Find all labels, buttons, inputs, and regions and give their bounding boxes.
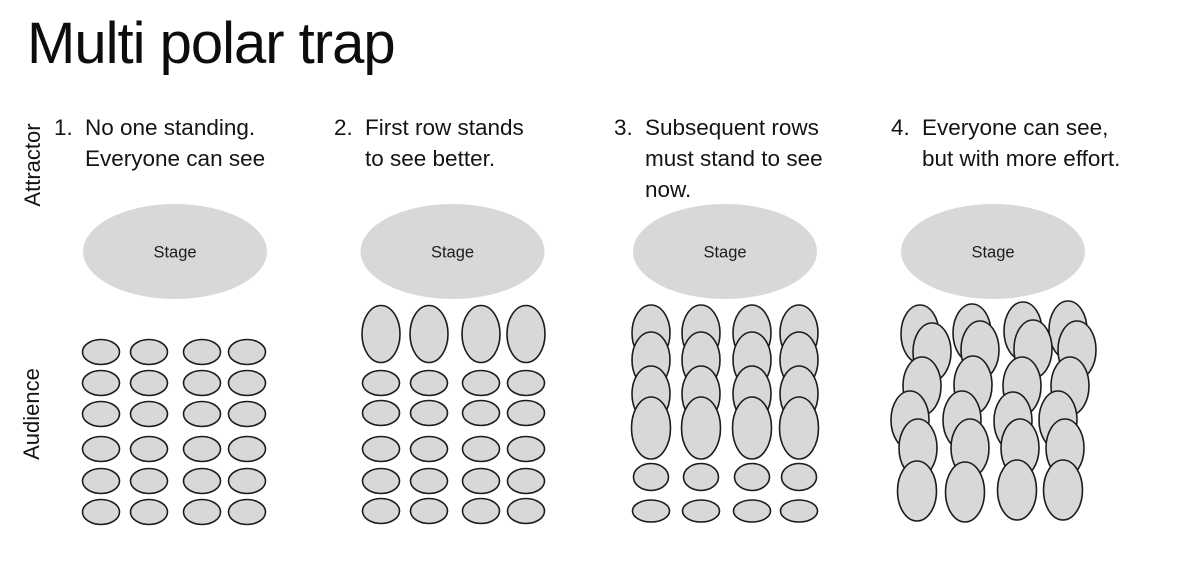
audience-member-ellipse [409,497,449,525]
stage-ellipse [83,204,267,299]
audience-member-ellipse [182,467,222,495]
audience-member-ellipse [129,467,169,495]
audience-member-ellipse [506,399,546,427]
audience-member-ellipse [182,338,222,366]
audience-member-ellipse [461,399,501,427]
audience-member-ellipse [461,497,501,525]
audience-member-ellipse [732,499,772,523]
audience-member-ellipse [227,435,267,463]
audience-member-ellipse [733,462,771,492]
audience-member-ellipse [129,400,169,428]
panel-4-caption-text: Everyone can see, but with more effort. [922,115,1121,171]
stage-ellipse [360,204,545,299]
audience-member-ellipse [631,499,671,523]
audience-member-ellipse [461,435,501,463]
panel-1-caption-text: No one standing. Everyone can see [85,115,266,171]
audience-member-ellipse [506,435,546,463]
audience-member-ellipse [681,499,721,523]
audience-member-ellipse [896,460,938,522]
audience-member-ellipse [409,304,449,364]
panel-2-caption-number: 2. [334,115,353,140]
audience-member-ellipse [227,467,267,495]
audience-member-ellipse [731,396,773,460]
audience-member-ellipse [409,369,449,397]
audience-member-ellipse [129,435,169,463]
audience-member-ellipse [129,338,169,366]
audience-member-ellipse [461,304,501,364]
audience-member-ellipse [506,369,546,397]
audience-member-ellipse [461,369,501,397]
audience-member-ellipse [182,400,222,428]
audience-member-ellipse [409,467,449,495]
audience-member-ellipse [129,369,169,397]
panel-3-caption: 3. Subsequent rows must stand to see now… [614,112,823,205]
audience-member-ellipse [81,400,121,428]
panel-2-caption-text: First row stands to see better. [365,115,524,171]
audience-member-ellipse [81,338,121,366]
audience-member-ellipse [81,435,121,463]
audience-member-ellipse [81,369,121,397]
audience-member-ellipse [506,304,546,364]
audience-member-ellipse [682,462,720,492]
audience-member-ellipse [944,461,986,523]
audience-member-ellipse [129,498,169,526]
audience-member-ellipse [81,498,121,526]
audience-member-ellipse [361,399,401,427]
audience-member-ellipse [361,304,401,364]
audience-member-ellipse [779,499,819,523]
audience-member-ellipse [361,369,401,397]
panel-2-caption: 2. First row stands to see better. [334,112,524,174]
audience-member-ellipse [81,467,121,495]
panel-1-caption: 1. No one standing. Everyone can see [54,112,265,174]
panel-1-caption-number: 1. [54,115,73,140]
stage-ellipse [901,204,1085,299]
audience-member-ellipse [227,498,267,526]
audience-member-ellipse [182,369,222,397]
audience-member-ellipse [680,396,722,460]
panel-1: Stage [81,204,267,526]
audience-member-ellipse [361,435,401,463]
audience-member-ellipse [780,462,818,492]
panel-3-caption-text: Subsequent rows must stand to see now. [645,115,823,202]
stage-ellipse [633,204,817,299]
audience-member-ellipse [227,338,267,366]
panel-2: Stage [360,204,546,525]
audience-member-ellipse [632,462,670,492]
audience-member-ellipse [361,467,401,495]
audience-member-ellipse [182,435,222,463]
audience-member-ellipse [1042,459,1084,521]
audience-member-ellipse [409,399,449,427]
stage-label: Stage [153,244,196,262]
panel-3-caption-number: 3. [614,115,633,140]
audience-member-ellipse [461,467,501,495]
audience-member-ellipse [630,396,672,460]
audience-member-ellipse [182,498,222,526]
stage-label: Stage [703,244,746,262]
panel-4-caption: 4. Everyone can see, but with more effor… [891,112,1120,174]
audience-member-ellipse [227,369,267,397]
audience-member-ellipse [506,467,546,495]
audience-member-ellipse [996,459,1038,521]
panel-3: Stage [630,204,820,523]
audience-member-ellipse [778,396,820,460]
audience-member-ellipse [409,435,449,463]
audience-member-ellipse [227,400,267,428]
stage-label: Stage [431,244,474,262]
panel-4: Stage [890,204,1097,523]
audience-member-ellipse [506,497,546,525]
audience-member-ellipse [361,497,401,525]
panel-4-caption-number: 4. [891,115,910,140]
page-title: Multi polar trap [27,11,396,76]
stage-label: Stage [971,244,1014,262]
